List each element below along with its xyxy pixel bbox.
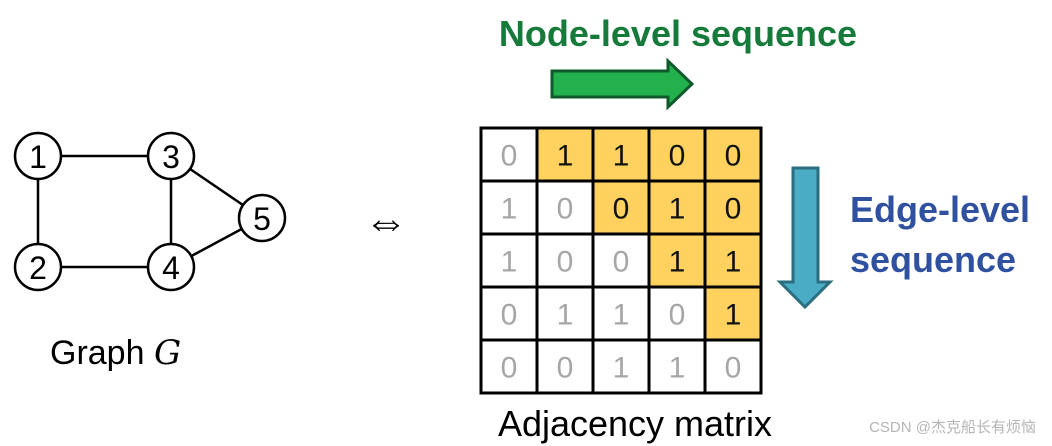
matrix-cell-value: 0 — [613, 246, 630, 279]
equivalence-symbol: ⇔ — [364, 197, 408, 246]
node-sequence-label: Node-level sequence — [499, 13, 857, 54]
matrix-cell: 0 — [535, 179, 595, 236]
matrix-cell-value: 1 — [725, 246, 742, 279]
matrix-cell-value: 0 — [669, 140, 686, 173]
matrix-cell: 1 — [591, 338, 651, 395]
matrix-cell: 0 — [591, 179, 651, 236]
graph-node: 1 — [13, 131, 63, 181]
matrix-cell-value: 0 — [725, 352, 742, 385]
node-label: 3 — [162, 139, 180, 175]
right-arrow-icon — [550, 57, 695, 111]
matrix-caption: Adjacency matrix — [498, 403, 772, 444]
node-label: 4 — [162, 250, 180, 286]
watermark: CSDN @杰克船长有烦恼 — [869, 419, 1036, 436]
graph-symbol: G — [154, 333, 181, 373]
edge-sequence-label-line2: sequence — [850, 239, 1016, 280]
matrix-cell: 1 — [703, 232, 763, 289]
matrix-cell: 1 — [535, 126, 595, 183]
graph-node: 3 — [146, 131, 196, 181]
matrix-cell: 0 — [647, 285, 707, 342]
matrix-cell-value: 0 — [725, 140, 742, 173]
matrix-cell: 0 — [703, 126, 763, 183]
matrix-cell: 1 — [535, 285, 595, 342]
matrix-cell: 1 — [647, 232, 707, 289]
graph-edges — [36, 154, 263, 269]
down-arrow-icon — [776, 166, 834, 310]
matrix-cell: 1 — [479, 179, 539, 236]
matrix-cell: 1 — [647, 179, 707, 236]
matrix-cell-value: 1 — [669, 246, 686, 279]
matrix-cell: 0 — [479, 285, 539, 342]
matrix-cell: 0 — [479, 338, 539, 395]
matrix-cell-value: 0 — [669, 299, 686, 332]
matrix-cell-value: 1 — [725, 299, 742, 332]
graph-node: 2 — [13, 242, 63, 292]
matrix-cell: 0 — [479, 126, 539, 183]
graph-node: 4 — [146, 242, 196, 292]
matrix-cell-value: 0 — [501, 140, 518, 173]
matrix-cell: 1 — [479, 232, 539, 289]
matrix-cell-value: 0 — [557, 193, 574, 226]
matrix-cell: 0 — [535, 232, 595, 289]
edge-sequence-label-line1: Edge-level — [850, 189, 1030, 230]
matrix-cell-value: 0 — [557, 352, 574, 385]
matrix-cell: 0 — [591, 232, 651, 289]
graph-caption: Graph G — [50, 333, 181, 373]
matrix-cell: 1 — [591, 285, 651, 342]
matrix-cell-value: 1 — [501, 193, 518, 226]
matrix-cell-value: 0 — [501, 299, 518, 332]
matrix-cell-value: 0 — [725, 193, 742, 226]
matrix-cell: 1 — [591, 126, 651, 183]
matrix-cell-value: 1 — [613, 299, 630, 332]
matrix-cell-value: 0 — [501, 352, 518, 385]
matrix-cell-value: 1 — [613, 140, 630, 173]
matrix-cell-value: 0 — [613, 193, 630, 226]
matrix-cell: 0 — [703, 179, 763, 236]
matrix-cell-value: 1 — [613, 352, 630, 385]
graph-nodes: 1 2 3 4 5 — [13, 131, 287, 292]
matrix-cell-value: 1 — [669, 352, 686, 385]
matrix-cell-value: 1 — [557, 140, 574, 173]
matrix-cell-value: 1 — [501, 246, 518, 279]
matrix-cell: 0 — [703, 338, 763, 395]
node-label: 1 — [29, 139, 47, 175]
matrix-cell: 0 — [647, 126, 707, 183]
adjacency-matrix: 0 1 1 0 0 1 0 0 1 0 1 0 0 1 1 0 1 1 0 1 0 0 1 1 0 — [479, 126, 763, 395]
matrix-cell-value: 1 — [557, 299, 574, 332]
matrix-cell-value: 0 — [557, 246, 574, 279]
graph-node: 5 — [237, 193, 287, 243]
matrix-cell: 1 — [647, 338, 707, 395]
matrix-cell: 0 — [535, 338, 595, 395]
matrix-cell: 1 — [703, 285, 763, 342]
node-label: 2 — [29, 250, 47, 286]
matrix-cell-value: 1 — [669, 193, 686, 226]
node-label: 5 — [253, 201, 271, 237]
